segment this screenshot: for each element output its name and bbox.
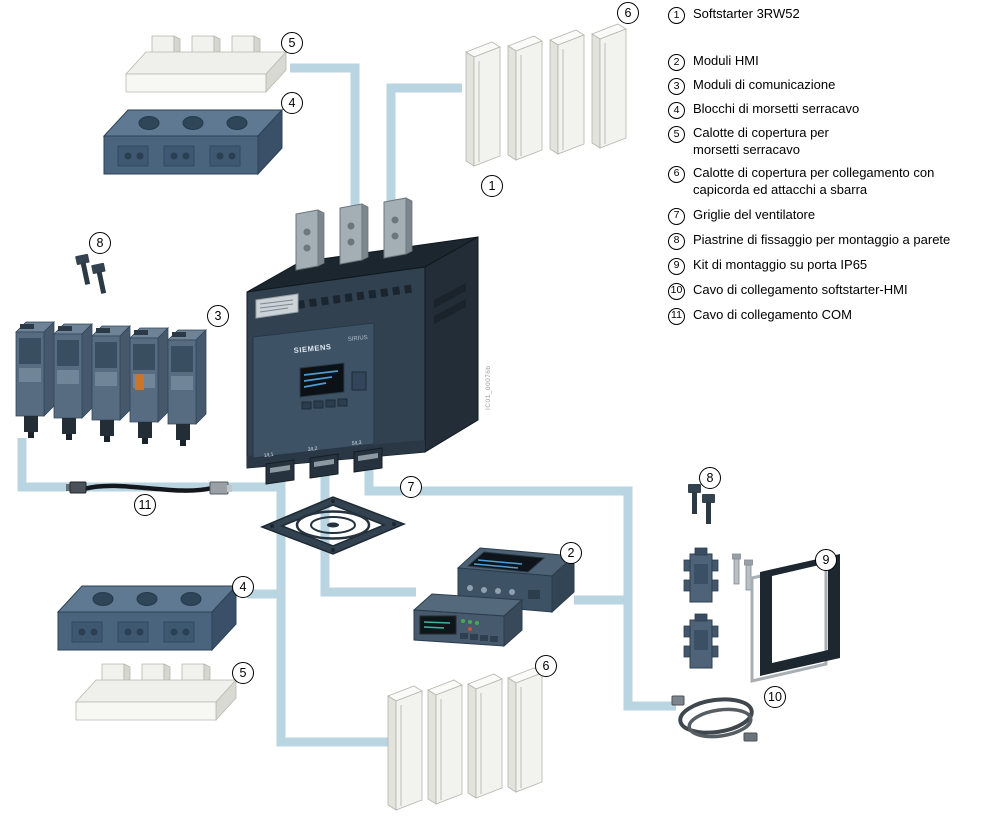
legend-item-8: 8 Piastrine di fissaggio per montaggio a …: [668, 232, 1000, 250]
image-watermark: IC01_00076b: [485, 365, 492, 410]
callout-3-com-modules: 3: [207, 305, 229, 327]
callout-7-fan-grille: 7: [400, 476, 422, 498]
fan-grille: [259, 496, 407, 555]
callout-4-block-bottom: 4: [232, 576, 254, 598]
callout-11-com-cable: 11: [134, 494, 156, 516]
legend-label-8: Piastrine di fissaggio per montaggio a p…: [693, 231, 951, 247]
legend-item-11: 11 Cavo di collegamento COM: [668, 307, 1000, 325]
fixing-plates-left: [75, 253, 111, 295]
hmi-modules: [412, 547, 576, 648]
terminal-block-top: [103, 109, 283, 175]
legend-label-4: Blocchi di morsetti serracavo: [693, 101, 860, 116]
legend-item-2: 2 Moduli HMI: [668, 53, 1000, 71]
brand-label: SIEMENS: [293, 342, 332, 355]
legend-label-1: Softstarter 3RW52: [693, 6, 800, 21]
legend-num-8: 8: [668, 232, 685, 250]
terminal-label-3: 5/L3: [352, 440, 363, 447]
door-frame-outer: [760, 554, 840, 676]
callout-9-door-kit: 9: [815, 549, 837, 571]
legend-item-1: 1 Softstarter 3RW52: [668, 6, 1000, 24]
legend-num-10: 10: [668, 282, 685, 300]
legend-num-11: 11: [668, 307, 685, 325]
legend-num-6: 6: [668, 165, 685, 183]
legend-num-5: 5: [668, 126, 685, 143]
terminal-block-bottom: [57, 585, 237, 651]
legend-num-9: 9: [668, 257, 685, 275]
busbar-covers-bottom: [387, 667, 543, 811]
callout-2-hmi: 2: [560, 542, 582, 564]
fixing-plates-right: [688, 484, 715, 524]
legend-item-6: 6 Calotte di copertura per collegamento c…: [668, 165, 1000, 199]
legend-label-2: Moduli HMI: [693, 53, 759, 68]
connector-lines: [17, 63, 676, 747]
callout-8-plates-right: 8: [699, 467, 721, 489]
softstarter-device: SIEMENS SIRIUS 1/L1 3/L2 5/L3: [246, 197, 479, 485]
cover-clamp-terminals-top: [125, 35, 287, 93]
legend-label-5: Calotte di copertura per morsetti serrac…: [693, 125, 829, 157]
hmi-basic-display: [419, 615, 457, 635]
legend-num-1: 1: [668, 7, 685, 24]
legend-item-3: 3 Moduli di comunicazione: [668, 77, 1000, 95]
legend-item-10: 10 Cavo di collegamento softstarter-HMI: [668, 282, 1000, 300]
callout-5-cover-bottom: 5: [232, 662, 254, 684]
legend-label-11: Cavo di collegamento COM: [693, 306, 852, 322]
terminal-label-2: 3/L2: [308, 446, 319, 453]
legend-label-3: Moduli di comunicazione: [693, 77, 836, 92]
busbar-terminal: [383, 197, 413, 259]
legend-num-4: 4: [668, 102, 685, 119]
callout-8-plates-left: 8: [89, 232, 111, 254]
legend: 1 Softstarter 3RW52 2 Moduli HMI 3 Moduli d…: [668, 6, 1000, 325]
legend-label-10: Cavo di collegamento softstarter-HMI: [693, 281, 908, 297]
legend-item-9: 9 Kit di montaggio su porta IP65: [668, 257, 1000, 275]
com-cable: [66, 481, 232, 495]
busbar-terminal: [339, 203, 369, 265]
door-mounting-kit: [683, 547, 840, 683]
series-label: SIRIUS: [348, 335, 369, 343]
hmi-cable-coil: [671, 695, 758, 742]
legend-item-7: 7 Griglie del ventilatore: [668, 207, 1000, 225]
legend-label-7: Griglie del ventilatore: [693, 206, 816, 222]
legend-num-2: 2: [668, 54, 685, 71]
terminal-label-1: 1/L1: [264, 452, 275, 459]
callout-6-covers-bottom: 6: [535, 655, 557, 677]
legend-label-6: Calotte di copertura per collegamento co…: [693, 164, 935, 197]
callout-4-block-top: 4: [281, 92, 303, 114]
busbar-covers-top: [465, 23, 627, 167]
communication-modules: [15, 321, 207, 447]
dip-switch-orange: [135, 374, 144, 390]
callout-5-cover-top: 5: [281, 32, 303, 54]
legend-num-3: 3: [668, 78, 685, 95]
callout-1-softstarter: 1: [481, 175, 503, 197]
busbar-terminal: [295, 209, 325, 271]
legend-label-9: Kit di montaggio su porta IP65: [693, 256, 868, 272]
legend-num-7: 7: [668, 207, 685, 225]
callout-6-covers-top: 6: [617, 2, 639, 24]
legend-item-4: 4 Blocchi di morsetti serracavo: [668, 101, 1000, 119]
cover-clamp-terminals-bottom: [75, 663, 237, 721]
callout-10-hmi-cable: 10: [764, 686, 786, 708]
legend-item-5: 5 Calotte di copertura per morsetti serra…: [668, 125, 1000, 159]
